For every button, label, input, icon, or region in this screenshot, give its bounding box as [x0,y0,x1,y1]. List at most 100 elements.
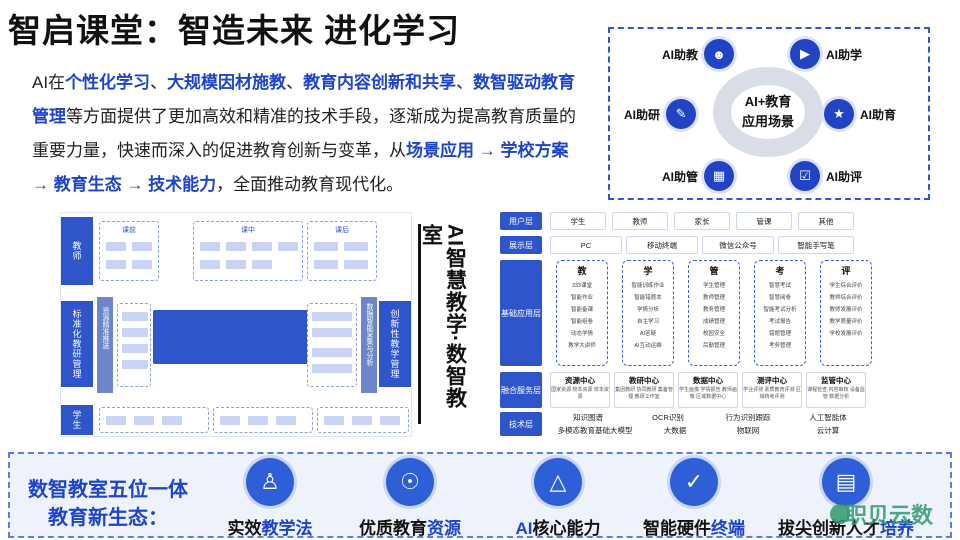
scene-label: AI助育 [860,107,897,122]
display-cell: 智能手写笔 [778,236,854,254]
layer-fusion-service: 融合服务层 [500,372,542,408]
data-analysis-label: 数据智能采集与分析 [366,303,373,366]
in-class-tag: 课中 [241,227,255,234]
scene-item-assist-nurture: ★ AI助育 [824,99,896,129]
column-heading: 考 [775,266,785,276]
ecosystem-title: 数智教室五位一体 教育新生态： [28,476,188,532]
column-item: 错题管理 [768,331,791,337]
eco-label-accent: 终端 [711,519,745,538]
service-body: 课程检查 内容审核 设备监管 数据分析 [807,387,865,400]
tech-cell: 大数据 [644,424,706,436]
scene-item-assist-learn: ▶ AI助学 [790,39,862,69]
layer-display: 展示层 [500,236,542,254]
intro-separator: 、 [456,73,474,92]
band-teacher: 教师 [61,217,93,285]
app-column-exam: 考 智慧考试 智慧阅卷 智能考试分析 考试报告 错题管理 考务管理 [754,260,806,366]
eco-item-hardware: ✓ 智能硬件终端 [634,458,754,539]
column-item: 智慧考试 [768,283,791,289]
student-tools-left [99,407,209,433]
intro-highlight: 数智驱动教育管理 [32,73,576,126]
tech-cell: 行为识别跟踪 [710,411,786,423]
service-body: 学业评测 素质教育评测 区域统考评测 [743,387,801,400]
eco-label-main: 优质教育 [359,519,427,538]
hub-subtitle: 应用场景 [741,114,794,129]
scene-item-assist-manage: AI助管 ▦ [662,161,735,191]
service-research-center: 教研中心 集团教研 协同教研 集备管理 教研工作室 [614,372,674,408]
tech-cell: 知识图谱 [550,411,626,423]
column-item: 教师综合评价 [829,295,863,301]
research-icon: ✎ [666,99,697,129]
band-innovation: 创新性教学管理 [379,301,411,387]
tech-cell: 多模态教育基础大模型 [550,424,640,436]
medal-icon: ★ [824,99,854,129]
column-item: 学情分析 [636,307,659,313]
column-item: AI互动运维 [634,343,662,349]
display-cell: PC [550,236,622,254]
band-student: 学生 [61,405,93,435]
ai-icon: △ [534,458,582,506]
user-cell: 教师 [612,212,668,230]
user-cell: 其他 [798,212,854,230]
eco-label-main: 实效 [227,519,262,538]
eco-label-accent: 教学法 [261,519,313,538]
eco-item-label: 智能硬件终端 [643,514,745,539]
scene-label: AI助管 [662,169,699,184]
service-heading: 数据中心 [693,376,723,385]
evaluation-icon: ☑ [790,161,820,191]
column-item: 教师发展评价 [829,307,863,313]
column-item: 考试报告 [768,319,791,325]
service-body: 国家资源 校本资源 校本资源 [551,387,609,400]
intro-paragraph: AI在个性化学习、大规模因材施教、教育内容创新和共享、数智驱动教育管理等方面提供… [32,66,587,202]
vertical-title-main: AI智慧教学·数智教 [443,224,467,409]
resource-push-column: 资源精准推送 [97,297,113,393]
service-resource-center: 资源中心 国家资源 校本资源 校本资源 [550,372,610,408]
column-item: 智慧阅卷 [768,295,791,301]
eco-label-accent: AI [515,519,533,538]
tech-cell: 物联网 [710,424,786,436]
intro-text: 等方面提供了更加高效和精准的技术手段，逐渐成为提高教育质量的重要力量，快速而深入… [32,107,576,160]
eco-item-label: AI核心能力 [516,514,601,539]
service-data-center: 数据中心 学生画像 学情报告 教师画像 区域数据中心 [678,372,738,408]
column-item: 智能组卷 [570,319,593,325]
service-body: 集团教研 协同教研 集备管理 教研工作室 [615,387,673,400]
column-item: 学生管理 [702,283,725,289]
video-icon: ▶ [790,39,820,69]
scene-item-assist-evaluate: ☑ AI助评 [790,161,862,191]
service-heading: 资源中心 [565,376,595,385]
data-analysis-column: 数据智能采集与分析 [361,297,377,393]
display-cell: 移动终端 [626,236,698,254]
resource-push-label: 资源精准推送 [102,307,109,349]
layer-base-app: 基础应用层 [500,260,542,366]
column-item: 智能错题本 [634,295,662,301]
column-item: 学校发展评价 [829,331,863,337]
ecosystem-title-line1: 数智教室五位一体 [28,479,188,501]
architecture-diagram: 用户层 展示层 基础应用层 融合服务层 技术层 学生 教师 家长 管课 其他 P… [500,210,875,438]
eco-item-resources: ☉ 优质教育资源 [350,458,470,539]
intro-separator: 、 [286,73,304,92]
service-heading: 监管中心 [821,376,851,385]
scene-label: AI助教 [662,47,699,62]
layer-tech: 技术层 [500,412,542,436]
eco-item-label: 拔尖创新人才培养 [778,514,914,539]
column-item: 自主学习 [636,319,659,325]
tech-cell: OCR识别 [630,411,706,423]
column-item: 成绩管理 [702,319,725,325]
scene-label: AI助评 [826,169,863,184]
scene-item-assist-research: AI助研 ✎ [624,99,697,129]
certificate-icon: ▤ [822,458,870,506]
eco-item-talent: ▤ 拔尖创新人才培养 [778,458,914,539]
scene-item-assist-teach: AI助教 ☻ [662,39,735,69]
service-body: 学生画像 学情报告 教师画像 区域数据中心 [679,387,737,400]
watermark: 职贝云数 [845,503,934,528]
intro-highlight: 教育内容创新和共享 [303,73,457,92]
scene-label: AI助研 [624,107,661,122]
scene-label: AI助学 [826,47,863,62]
analysis-box [307,303,357,387]
eco-item-label: 优质教育资源 [359,514,461,539]
user-cell: 学生 [550,212,606,230]
column-item: 考务管理 [768,343,791,349]
eco-label-main: 拔尖创新人才 [778,519,880,538]
eco-item-ai-capability: △ AI核心能力 [498,458,618,539]
service-heading: 测评中心 [757,376,787,385]
hub-title: AI+教育 [744,94,792,109]
